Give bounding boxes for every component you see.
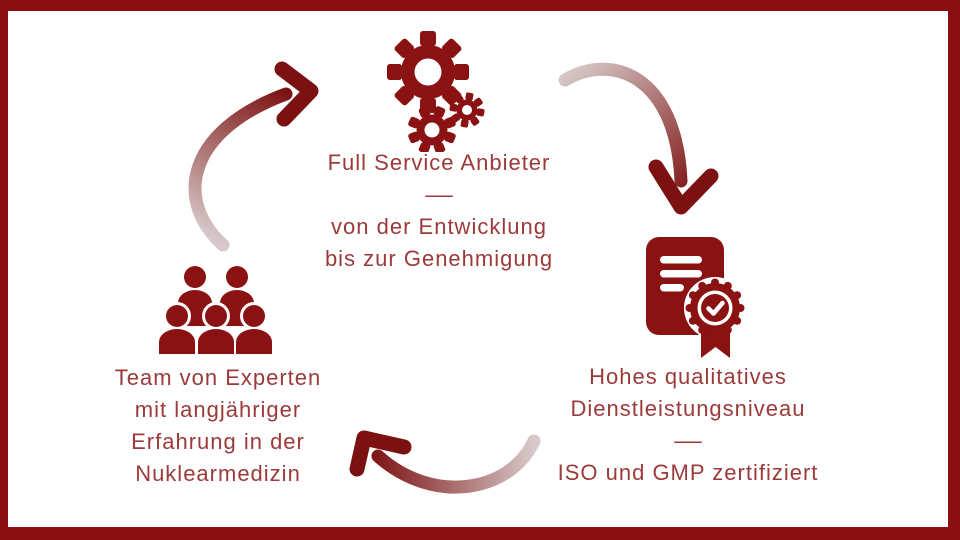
certificate-badge [684,277,746,359]
quality-title: Hohes qualitatives Dienstleistungsniveau [570,364,806,421]
front-row-people [159,302,273,354]
arrow-quality-to-team [349,430,541,494]
full-service-subtitle: von der Entwicklung bis zur Genehmigung [324,214,554,271]
team-icon [159,266,273,354]
certificate-icon [646,237,746,359]
small-gear [449,92,485,128]
quality-divider: — [674,428,702,453]
team-title: Team von Experten mit langjähriger Erfah… [114,365,322,486]
quality-subtitle: ISO und GMP zertifiziert [557,460,819,485]
full-service-title: Full Service Anbieter [327,150,551,175]
medium-gear [408,106,456,152]
gears-icon [387,31,485,152]
checkmark-icon [706,300,725,316]
full-service-divider: — [425,182,453,207]
